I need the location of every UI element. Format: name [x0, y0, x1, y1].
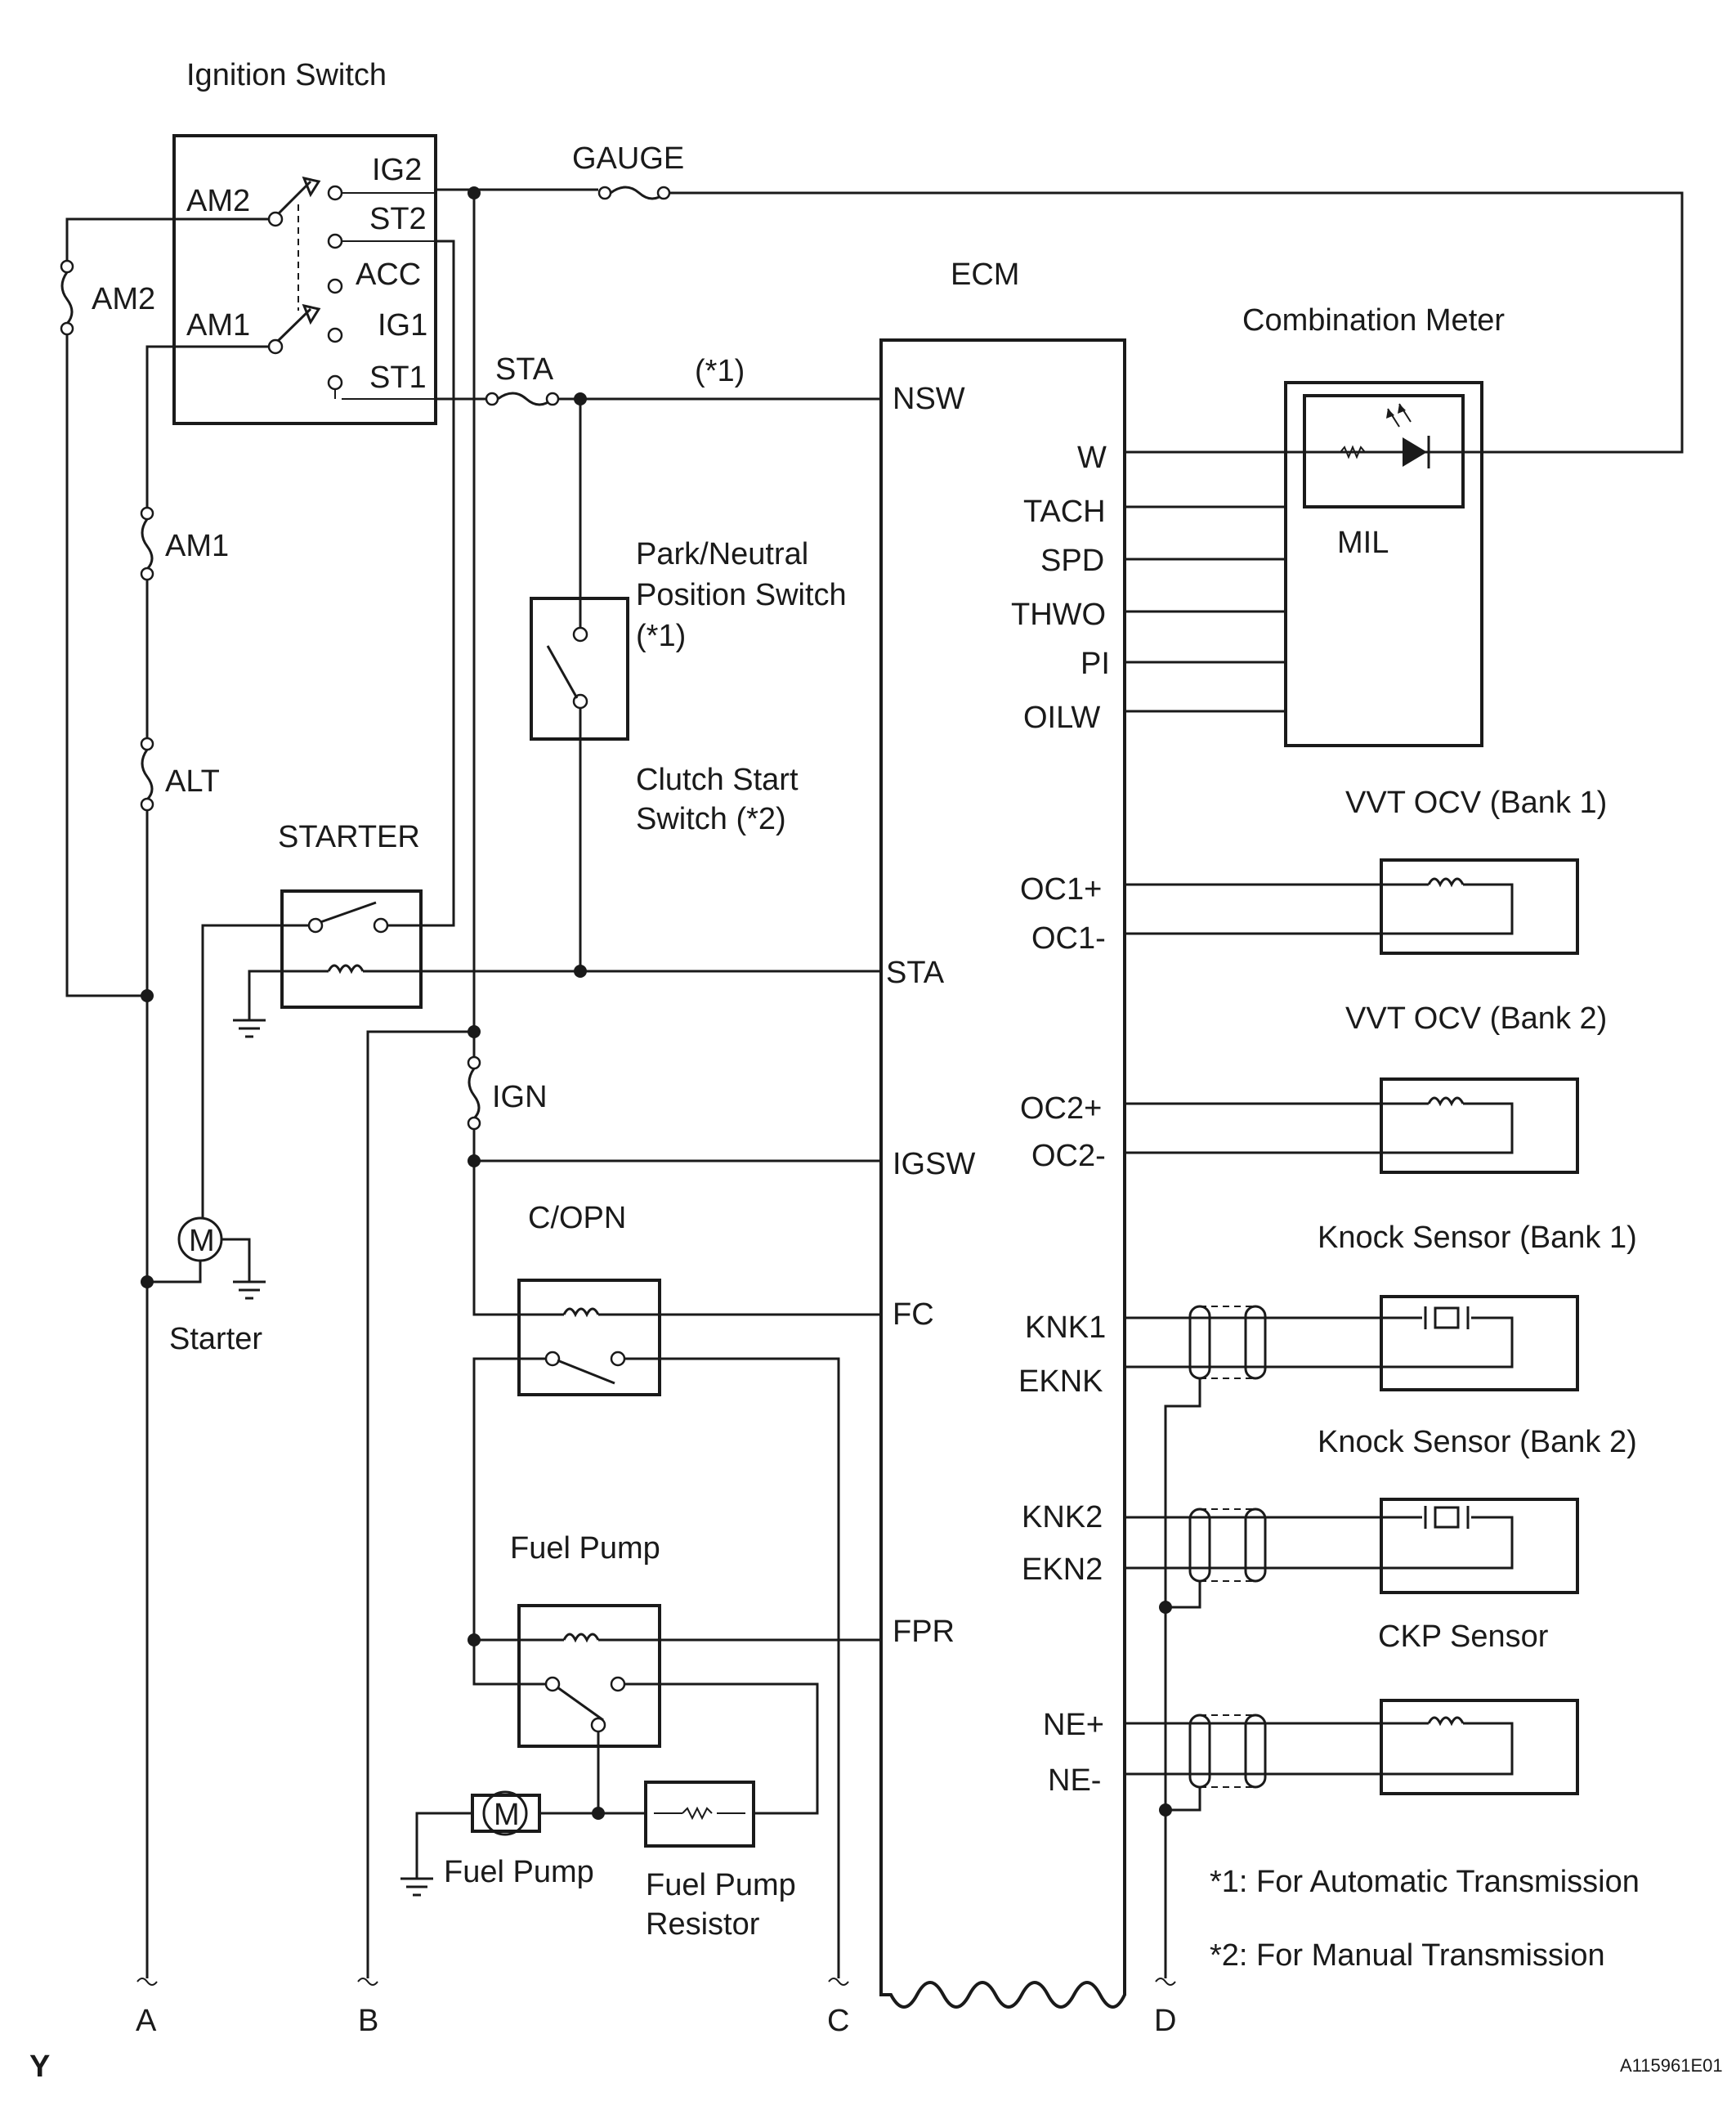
- terminal-am2-label: AM2: [186, 184, 250, 218]
- connector-a: A: [136, 2004, 157, 2038]
- ecm-pin-tach: TACH: [1023, 495, 1106, 529]
- resistor-label-1: Fuel Pump: [646, 1868, 796, 1902]
- ecm: ECM NSW STA IGSW FC FPR W TACH SPD THWO …: [879, 258, 1126, 2009]
- ecm-pin-ekn2: EKN2: [1022, 1552, 1103, 1587]
- ecm-pin-w: W: [1077, 441, 1107, 475]
- pnp-label-1: Park/Neutral: [636, 537, 808, 571]
- ecm-pin-igsw: IGSW: [893, 1147, 975, 1181]
- am2-circuit: AM2: [60, 217, 269, 997]
- ecm-pin-oilw: OILW: [1023, 701, 1100, 735]
- connector-c: C: [827, 2004, 849, 2038]
- fuel-pump-motor-icon: [482, 1790, 528, 1836]
- copn-relay: C/OPN: [472, 1201, 881, 1978]
- pnp-label-2: Position Switch: [636, 578, 847, 612]
- mil-led-icon: [1403, 437, 1427, 467]
- vvt-ocv-bank1: VVT OCV (Bank 1): [1125, 786, 1607, 955]
- ckp-sensor: CKP Sensor: [1125, 1619, 1579, 1817]
- nsw-note: (*1): [695, 354, 745, 388]
- ecm-pin-ne-plus: NE+: [1043, 1708, 1104, 1742]
- connector-d: D: [1154, 2004, 1176, 2038]
- note-automatic: *1: For Automatic Transmission: [1210, 1865, 1640, 1899]
- pnp-label-3: (*1): [636, 619, 686, 653]
- ecm-pin-eknk: EKNK: [1018, 1364, 1103, 1399]
- ecm-pin-knk2: KNK2: [1022, 1500, 1103, 1534]
- terminal-am1-label: AM1: [186, 308, 250, 343]
- clutch-label-1: Clutch Start: [636, 763, 799, 797]
- ecm-pin-nsw: NSW: [893, 382, 965, 416]
- resistor-label-2: Resistor: [646, 1907, 760, 1942]
- terminal-st1-label: ST1: [369, 361, 427, 395]
- starter-relay-label: STARTER: [278, 820, 420, 854]
- vvt-ocv-bank2: VVT OCV (Bank 2): [1125, 1001, 1607, 1174]
- resistor-icon: [682, 1806, 713, 1821]
- terminal-acc-label: ACC: [356, 258, 421, 292]
- park-neutral-switch: Park/Neutral Position Switch (*1) Clutch…: [530, 399, 847, 971]
- fuel-pump-motor-symbol: M: [494, 1798, 520, 1832]
- ecm-pin-oc2-plus: OC2+: [1020, 1091, 1102, 1126]
- ecm-pin-knk1: KNK1: [1025, 1310, 1106, 1345]
- note-manual: *2: For Manual Transmission: [1210, 1938, 1605, 1973]
- ecm-pin-fc: FC: [893, 1297, 934, 1332]
- ecm-box: [879, 338, 1126, 2009]
- fuse-sta-label: STA: [495, 352, 554, 387]
- starter-label: Starter: [169, 1322, 262, 1356]
- ecm-pin-ne-minus: NE-: [1048, 1763, 1101, 1798]
- vvt2-label: VVT OCV (Bank 2): [1345, 1001, 1607, 1036]
- starter-motor: M Starter: [147, 1216, 266, 1356]
- am1-alt-circuit: AM1 ALT: [140, 345, 269, 1978]
- figure-id: A115961E01: [1620, 2055, 1723, 2076]
- mil-label: MIL: [1337, 526, 1389, 560]
- ignition-switch-title: Ignition Switch: [186, 58, 387, 92]
- knock-sensor-bank1: Knock Sensor (Bank 1): [1125, 1221, 1637, 1978]
- combination-meter-title: Combination Meter: [1242, 303, 1505, 338]
- clutch-label-2: Switch (*2): [636, 802, 786, 836]
- ecm-pin-fpr: FPR: [893, 1615, 955, 1649]
- fuel-pump-relay: Fuel Pump: [468, 1531, 881, 1815]
- combination-meter: Combination Meter MIL: [1125, 303, 1505, 747]
- knock2-piezo-icon: [1434, 1506, 1460, 1529]
- ignition-switch: Ignition Switch IG2 AM2 ST2 ACC AM1 IG1 …: [172, 58, 437, 425]
- knock-sensor-bank2: Knock Sensor (Bank 2): [1125, 1425, 1637, 1614]
- st2-wire: [421, 240, 455, 927]
- ecm-pin-spd: SPD: [1040, 544, 1104, 578]
- ckp-label: CKP Sensor: [1378, 1619, 1549, 1654]
- ecm-pin-oc1-plus: OC1+: [1020, 872, 1102, 907]
- fuse-am1-label: AM1: [165, 529, 229, 563]
- ecm-pin-oc1-minus: OC1-: [1031, 921, 1106, 956]
- sta-fuse-circuit: STA (*1): [436, 352, 881, 406]
- fuse-ign-label: IGN: [492, 1080, 548, 1114]
- terminal-ig2-label: IG2: [372, 153, 422, 187]
- ign-circuit: IGN: [366, 1025, 881, 1978]
- terminal-st2-label: ST2: [369, 202, 427, 236]
- knock2-label: Knock Sensor (Bank 2): [1318, 1425, 1637, 1459]
- fuse-am2-label: AM2: [92, 282, 155, 316]
- ecm-pin-pi: PI: [1081, 647, 1110, 681]
- ecm-pin-thwo: THWO: [1011, 598, 1106, 632]
- knock1-label: Knock Sensor (Bank 1): [1318, 1221, 1637, 1255]
- ecm-pin-sta: STA: [886, 956, 945, 990]
- fuel-pump-label: Fuel Pump: [444, 1855, 594, 1889]
- fuel-pump-resistor: Fuel Pump Resistor: [644, 1781, 796, 1942]
- vvt1-label: VVT OCV (Bank 1): [1345, 786, 1607, 820]
- fuse-gauge-label: GAUGE: [572, 141, 684, 176]
- starter-motor-symbol: M: [189, 1224, 215, 1258]
- ecm-title: ECM: [951, 258, 1019, 292]
- connector-breaks: A B C D: [136, 1978, 1176, 2038]
- ecm-pin-oc2-minus: OC2-: [1031, 1139, 1106, 1173]
- ignition-switch-box: [172, 134, 437, 425]
- terminal-ig1-label: IG1: [378, 308, 427, 343]
- knock1-piezo-icon: [1434, 1306, 1460, 1329]
- copn-relay-label: C/OPN: [528, 1201, 626, 1235]
- page-letter: Y: [29, 2050, 50, 2084]
- fuse-alt-label: ALT: [165, 764, 220, 799]
- starter-relay: STARTER: [201, 820, 881, 1218]
- fuel-pump-relay-label: Fuel Pump: [510, 1531, 660, 1566]
- fuel-pump-motor: M Fuel Pump: [400, 1790, 646, 1897]
- connector-b: B: [358, 2004, 378, 2038]
